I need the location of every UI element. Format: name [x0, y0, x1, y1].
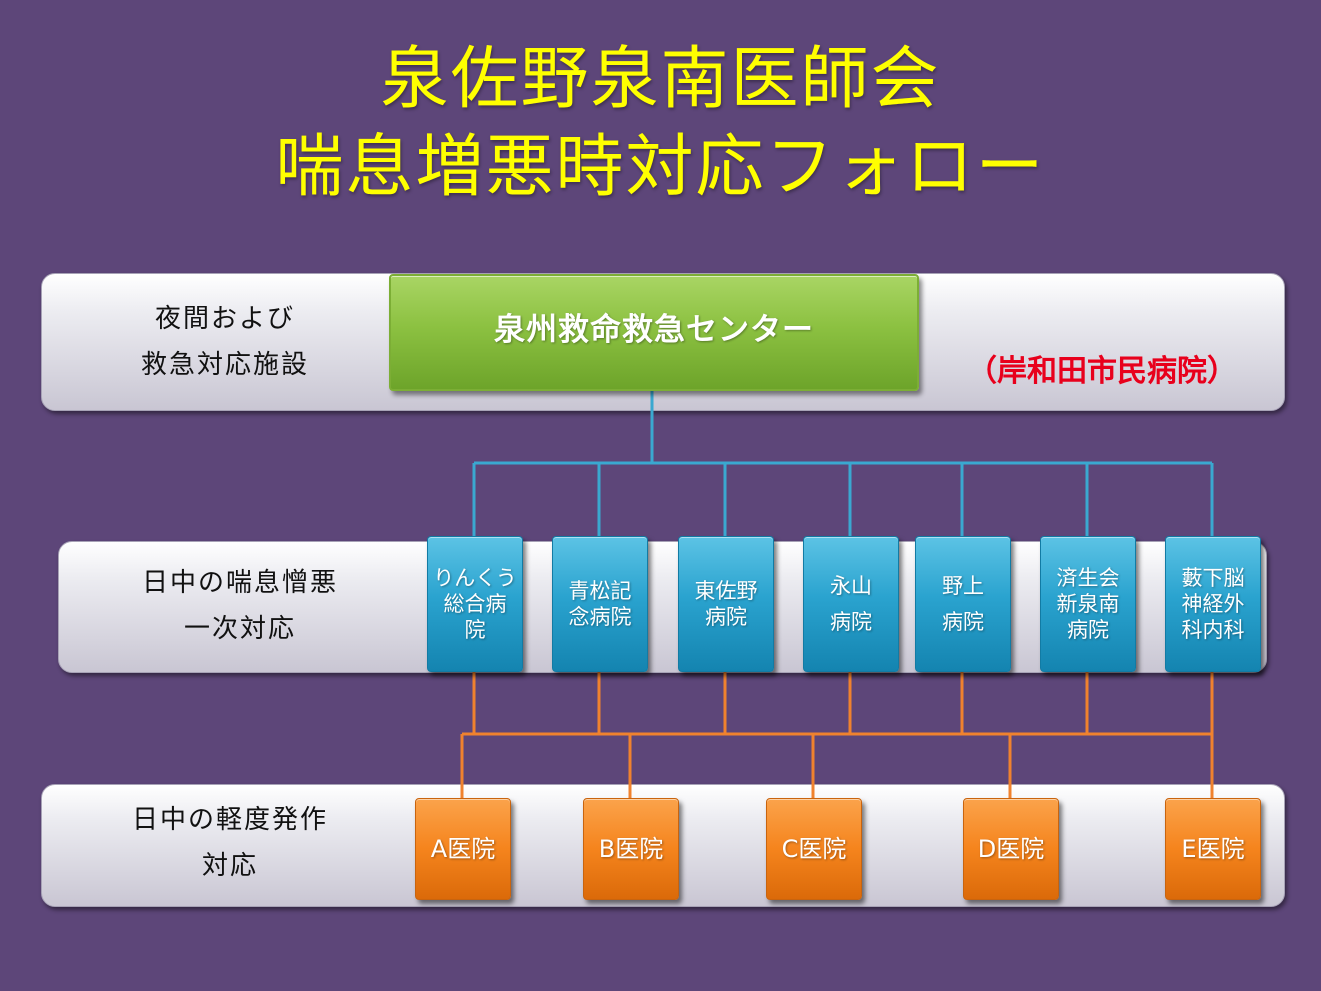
day-primary-row-label: 日中の喘息憎悪 一次対応 — [110, 560, 370, 652]
day-mild-row-label-line1: 日中の軽度発作 — [131, 805, 328, 835]
hospital-7-line3: 科内科 — [1181, 618, 1245, 642]
orange-connectors — [460, 670, 1214, 798]
hospital-2-line1: 青松記 — [568, 579, 632, 603]
night-row-label-line2: 救急対応施設 — [140, 350, 309, 380]
hospital-3-line2: 病院 — [705, 605, 747, 629]
day-primary-row-label-line2: 一次対応 — [183, 614, 296, 644]
night-row-label: 夜間および 救急対応施設 — [110, 296, 340, 388]
emergency-center-box: 泉州救命救急センター — [389, 274, 919, 391]
hospital-5-line1: 野上 — [942, 574, 984, 598]
hospital-4-line2: 病院 — [830, 610, 872, 634]
hospital-box-1: りんくう 総合病 院 — [427, 536, 523, 672]
hospital-box-7: 藪下脳 神経外 科内科 — [1165, 536, 1261, 672]
clinic-box-d: D医院 — [963, 798, 1059, 900]
emergency-center-subtitle: （岸和田市民病院） — [967, 354, 1237, 389]
hospital-5-line2: 病院 — [942, 610, 984, 634]
clinic-box-a: A医院 — [415, 798, 511, 900]
hospital-7-line2: 神経外 — [1181, 592, 1245, 616]
hospital-box-5: 野上 病院 — [915, 536, 1011, 672]
day-primary-row-label-line1: 日中の喘息憎悪 — [141, 568, 338, 598]
day-mild-row-label-line2: 対応 — [201, 851, 258, 881]
clinic-box-e: E医院 — [1165, 798, 1261, 900]
night-row-label-line1: 夜間および — [154, 304, 295, 334]
hospital-3-line1: 東佐野 — [694, 579, 758, 603]
page-title-line2: 喘息増悪時対応フォロー — [275, 128, 1046, 207]
hospital-7-line1: 藪下脳 — [1181, 566, 1245, 590]
blue-connectors — [472, 387, 1214, 536]
hospital-6-line3: 病院 — [1067, 618, 1109, 642]
hospital-box-3: 東佐野 病院 — [678, 536, 774, 672]
clinic-box-c: C医院 — [766, 798, 862, 900]
hospital-1-line3: 院 — [464, 618, 486, 642]
hospital-6-line2: 新泉南 — [1056, 592, 1120, 616]
hospital-6-line1: 済生会 — [1056, 566, 1120, 590]
hospital-box-2: 青松記 念病院 — [552, 536, 648, 672]
hospital-box-6: 済生会 新泉南 病院 — [1040, 536, 1136, 672]
hospital-2-line2: 念病院 — [568, 605, 632, 629]
clinic-box-b: B医院 — [583, 798, 679, 900]
hospital-1-line2: 総合病 — [443, 592, 507, 616]
hospital-1-line1: りんくう — [433, 566, 517, 590]
hospital-4-line1: 永山 — [830, 574, 872, 598]
page-title-line1: 泉佐野泉南医師会 — [380, 40, 941, 119]
hospital-box-4: 永山 病院 — [803, 536, 899, 672]
day-mild-row-label: 日中の軽度発作 対応 — [100, 797, 360, 889]
